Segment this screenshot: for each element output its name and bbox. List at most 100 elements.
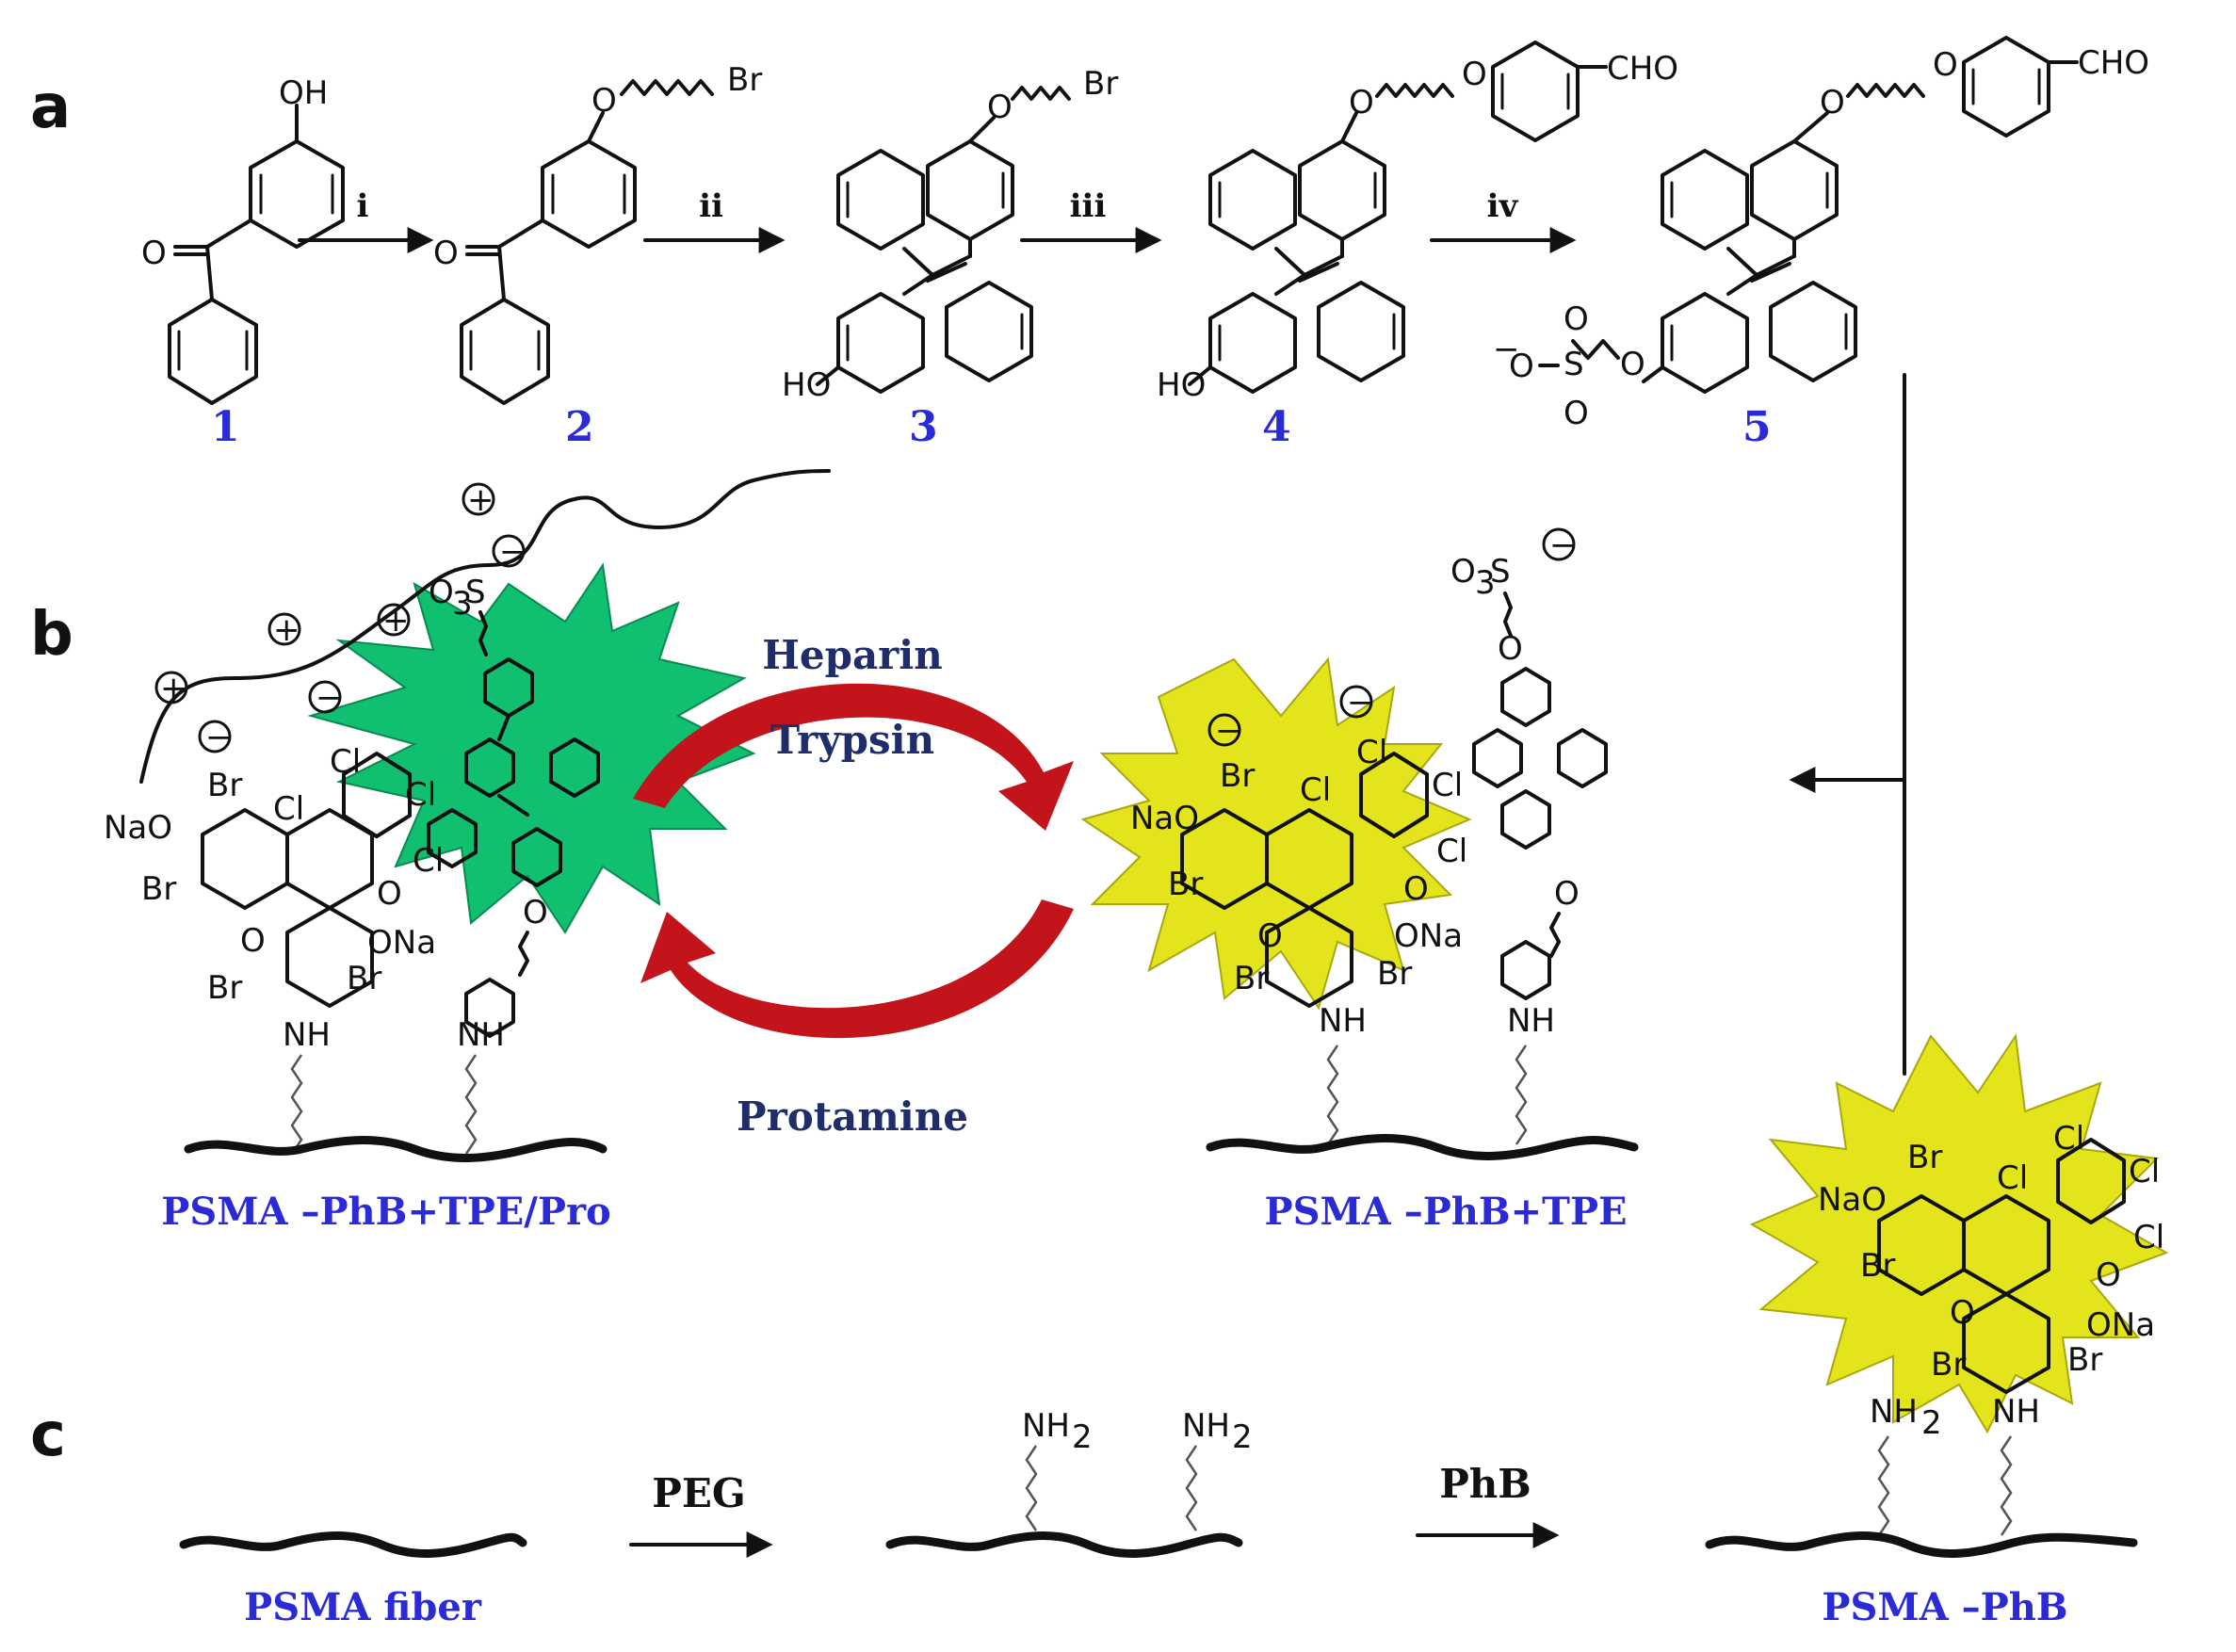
- compound-5-link-o: O: [1620, 346, 1645, 383]
- material-label-middle: PSMA –PhB+TPE: [1264, 1190, 1627, 1234]
- compound-2-carbonyl-o: O: [433, 235, 459, 272]
- compound-5-anion-charge: −: [1493, 331, 1520, 368]
- dye-carbonyl-o: O: [2096, 1256, 2121, 1294]
- dye-br-1: Br: [207, 767, 242, 804]
- compound-4: O O CHO HO 4: [1157, 40, 1678, 451]
- tpe-sulfonate-sub: 3: [452, 585, 473, 623]
- polymer-charges: + + + + − − −: [154, 481, 527, 756]
- compound-5-anion-o: O: [1509, 348, 1534, 385]
- dye-linker-nh: NH: [1319, 1002, 1367, 1040]
- negative-charge: −: [499, 533, 527, 571]
- reagent-phb: PhB: [1439, 1461, 1531, 1507]
- negative-charge: −: [316, 679, 343, 717]
- dye-br-4: Br: [347, 960, 381, 997]
- reagent-heparin: Heparin: [762, 632, 943, 678]
- probe-linker-nh: NH: [1507, 1002, 1555, 1040]
- green-fluorescence-burst: [307, 562, 756, 934]
- phb-dye-left: Br NaO Br O Br Br Cl Cl Cl Cl O ONa NH N…: [104, 743, 505, 1054]
- compound-5-sulfur: S: [1564, 346, 1584, 383]
- dye-br-1: Br: [1907, 1139, 1942, 1176]
- compound-5: O O CHO O O S O O − 5: [1493, 36, 2149, 451]
- negative-charge: −: [205, 719, 233, 756]
- dye-br-3: Br: [1234, 960, 1269, 997]
- psma-fiber-phb: [1705, 1531, 2138, 1558]
- compound-5-cho: CHO: [2078, 44, 2149, 82]
- dye-br-2: Br: [1860, 1247, 1895, 1285]
- peg-tether: [464, 1054, 478, 1155]
- compound-number-3: 3: [909, 403, 938, 451]
- dye-cl-1: Cl: [2053, 1120, 2084, 1158]
- panel-label-a: a: [30, 73, 71, 142]
- dye-nao: NaO: [1130, 800, 1199, 837]
- positive-charge: +: [273, 611, 300, 649]
- psma-fiber-peg: [885, 1531, 1243, 1558]
- positive-charge: +: [160, 670, 187, 707]
- dye-cl-2: Cl: [273, 790, 304, 828]
- tpe-link-o: O: [1498, 630, 1523, 668]
- compound-2: O Br O 2: [433, 61, 762, 451]
- dye-br-4: Br: [2067, 1341, 2102, 1379]
- tpe-probe-middle: O 3 S − O O: [1450, 526, 1608, 1000]
- positive-charge: +: [382, 602, 410, 640]
- step-label-i: i: [357, 187, 369, 225]
- peg-amine-1-sub: 2: [1072, 1418, 1093, 1456]
- dye-br-1: Br: [1220, 757, 1255, 795]
- dye-cl-3: Cl: [1432, 767, 1463, 804]
- tpe-sulfonate-o: O: [1450, 553, 1476, 591]
- compound-3-br: Br: [1083, 65, 1118, 103]
- positive-charge: +: [467, 481, 494, 519]
- compound-number-4: 4: [1262, 403, 1291, 451]
- step-label-ii: ii: [699, 187, 723, 225]
- tpe-probe-left: O 3 S O: [427, 574, 600, 1038]
- dye-charge: −: [1347, 684, 1374, 721]
- dye-charge: −: [1215, 712, 1242, 750]
- compound-3: O Br HO 3: [782, 65, 1118, 451]
- peg-amine-1: NH: [1022, 1407, 1070, 1445]
- peg-tether: [1326, 1045, 1339, 1145]
- dye-carbonyl-o: O: [1403, 870, 1429, 908]
- dye-ring-o: O: [240, 922, 266, 960]
- dye-ona: ONa: [1394, 917, 1463, 955]
- compound-4-ether-o1: O: [1349, 84, 1374, 121]
- dye-cl-2: Cl: [1300, 771, 1331, 809]
- dye-br-4: Br: [1377, 955, 1412, 993]
- dye-br-2: Br: [141, 870, 176, 908]
- compound-5-ether-o2: O: [1933, 46, 1958, 84]
- peg-tether: [1877, 1435, 1890, 1536]
- compound-3-ether-o: O: [987, 89, 1013, 126]
- material-label-left: PSMA –PhB+TPE/Pro: [161, 1190, 610, 1234]
- dye-cl-3: Cl: [405, 776, 436, 814]
- dye-cl-1: Cl: [330, 743, 361, 781]
- reagent-trypsin: Trypsin: [770, 717, 934, 763]
- compound-number-1: 1: [211, 403, 240, 451]
- compound-5-ether-o1: O: [1820, 84, 1845, 121]
- reagent-protamine: Protamine: [737, 1093, 968, 1140]
- compound-4-ether-o2: O: [1462, 56, 1487, 93]
- compound-4-cho: CHO: [1607, 50, 1678, 88]
- dye-cl-4: Cl: [2133, 1219, 2164, 1256]
- compound-1-oh: OH: [279, 74, 328, 112]
- peg-tether: [290, 1054, 303, 1155]
- dye-linker-nh: NH: [283, 1016, 331, 1054]
- psma-fiber-start: [179, 1531, 527, 1558]
- material-label-right: PSMA –PhB: [1822, 1585, 2067, 1629]
- panel-label-b: b: [30, 600, 73, 670]
- yellow-fluorescence-burst-phb: [1749, 1033, 2169, 1434]
- compound-1: OH O 1: [141, 74, 345, 451]
- dye-cl-3: Cl: [2129, 1153, 2160, 1190]
- compound-1-carbonyl-o: O: [141, 235, 167, 272]
- cycle-arrow-forward: [633, 683, 1074, 831]
- dye-ring-o: O: [1257, 917, 1283, 955]
- dye-br-3: Br: [1931, 1346, 1966, 1384]
- dye-ona: ONa: [367, 924, 436, 962]
- peg-tether: [1025, 1445, 1038, 1531]
- step-label-iii: iii: [1070, 187, 1107, 225]
- dye-ring-o: O: [1950, 1294, 1975, 1332]
- compound-2-ether-o: O: [591, 82, 617, 120]
- tpe-sulfonate-o: O: [429, 574, 454, 611]
- phb-dye-right: Br NaO Br O Br Br Cl Cl Cl Cl O ONa NH 2…: [1818, 1120, 2164, 1442]
- dye-carbonyl-o: O: [377, 875, 402, 913]
- material-label-fiber: PSMA fiber: [244, 1585, 482, 1629]
- compound-number-2: 2: [565, 403, 594, 451]
